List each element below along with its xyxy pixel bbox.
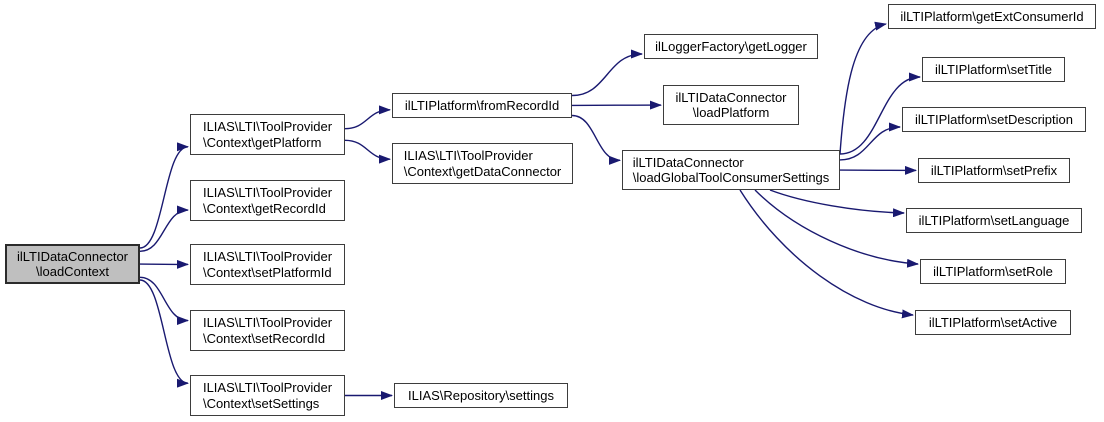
edge-loadContext-to-getPlatform [139, 142, 189, 249]
node-setSettings[interactable]: ILIAS\LTI\ToolProvider \Context\setSetti… [190, 375, 345, 416]
edge-loadContext-to-getRecordId [139, 205, 189, 252]
edge-fromRecordId-to-loadGlobalToolConsumerSettings [571, 114, 621, 165]
node-label: ILIAS\LTI\ToolProvider \Context\setPlatf… [202, 249, 333, 280]
node-setLanguage[interactable]: ilLTIPlatform\setLanguage [906, 208, 1082, 233]
node-label: ilLTIPlatform\setDescription [915, 111, 1073, 127]
node-label: ilLTIPlatform\setTitle [934, 61, 1053, 77]
edge-loadGlobalToolConsumerSettings-to-getExtConsumerId [839, 21, 887, 155]
edge-loadGlobalToolConsumerSettings-to-setDescription [839, 122, 901, 161]
edge-loadContext-to-setRecordId [139, 276, 189, 326]
node-label: ILIAS\LTI\ToolProvider \Context\setRecor… [202, 315, 333, 346]
node-setRecordId[interactable]: ILIAS\LTI\ToolProvider \Context\setRecor… [190, 310, 345, 351]
node-label: ilLTIDataConnector \loadPlatform [675, 89, 787, 121]
node-loadGlobalToolConsumerSettings[interactable]: ilLTIDataConnector \loadGlobalToolConsum… [622, 150, 840, 190]
edge-getPlatform-to-getDataConnector [344, 139, 391, 164]
node-getPlatform[interactable]: ILIAS\LTI\ToolProvider \Context\getPlatf… [190, 114, 345, 155]
node-label: ilLTIDataConnector \loadContext [16, 248, 129, 280]
node-getLogger[interactable]: ilLoggerFactory\getLogger [644, 34, 818, 59]
node-setDescription[interactable]: ilLTIPlatform\setDescription [902, 107, 1086, 132]
node-label: ilLTIPlatform\fromRecordId [404, 97, 560, 113]
node-getExtConsumerId[interactable]: ilLTIPlatform\getExtConsumerId [888, 4, 1096, 29]
node-label: ILIAS\LTI\ToolProvider \Context\getPlatf… [202, 119, 333, 150]
node-label: ilLTIDataConnector \loadGlobalToolConsum… [632, 154, 830, 186]
node-getDataConnector[interactable]: ILIAS\LTI\ToolProvider \Context\getDataC… [392, 143, 573, 184]
node-label: ILIAS\Repository\settings [408, 387, 554, 403]
node-label: ILIAS\LTI\ToolProvider \Context\getDataC… [403, 148, 562, 179]
node-setTitle[interactable]: ilLTIPlatform\setTitle [922, 57, 1065, 82]
node-fromRecordId[interactable]: ilLTIPlatform\fromRecordId [392, 93, 572, 118]
node-label: ILIAS\LTI\ToolProvider \Context\getRecor… [202, 185, 333, 216]
node-getRecordId[interactable]: ILIAS\LTI\ToolProvider \Context\getRecor… [190, 180, 345, 221]
edge-loadGlobalToolConsumerSettings-to-setActive [739, 189, 914, 319]
node-label: ILIAS\LTI\ToolProvider \Context\setSetti… [202, 380, 333, 411]
node-setPrefix[interactable]: ilLTIPlatform\setPrefix [918, 158, 1070, 183]
edge-loadContext-to-setSettings [139, 279, 189, 388]
node-loadPlatform[interactable]: ilLTIDataConnector \loadPlatform [663, 85, 799, 125]
node-loadContext: ilLTIDataConnector \loadContext [5, 244, 140, 284]
edge-loadGlobalToolConsumerSettings-to-setLanguage [769, 189, 905, 218]
node-label: ilLTIPlatform\setActive [928, 314, 1058, 330]
edge-fromRecordId-to-getLogger [571, 49, 643, 97]
node-setRole[interactable]: ilLTIPlatform\setRole [920, 259, 1066, 284]
node-label: ilLTIPlatform\getExtConsumerId [900, 8, 1084, 24]
node-label: ilLTIPlatform\setPrefix [930, 162, 1058, 178]
node-setPlatformId[interactable]: ILIAS\LTI\ToolProvider \Context\setPlatf… [190, 244, 345, 285]
node-settings[interactable]: ILIAS\Repository\settings [394, 383, 568, 408]
node-label: ilLoggerFactory\getLogger [655, 38, 807, 54]
edge-loadGlobalToolConsumerSettings-to-setRole [754, 189, 919, 268]
node-label: ilLTIPlatform\setLanguage [918, 212, 1070, 228]
node-label: ilLTIPlatform\setRole [933, 263, 1053, 279]
edge-getPlatform-to-fromRecordId [344, 105, 391, 130]
node-setActive[interactable]: ilLTIPlatform\setActive [915, 310, 1071, 335]
